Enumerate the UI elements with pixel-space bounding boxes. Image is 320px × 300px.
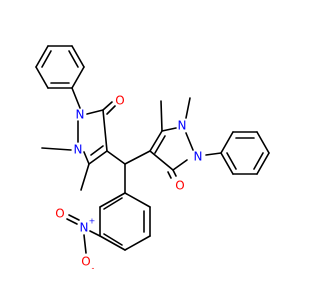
bond [88,150,108,165]
bond [83,234,87,254]
bond [256,131,270,154]
bond [66,218,78,225]
bond [149,150,174,171]
bond [71,87,81,109]
phenyl-ring-right [220,131,270,175]
bond [41,50,52,68]
bond [99,192,126,208]
atom-o-right: O [175,179,184,193]
bond [106,105,116,115]
bond [41,147,72,151]
atom-o-nitro-bottom: O [81,255,90,269]
bond [205,152,222,156]
bond [68,214,80,221]
bond [172,159,188,171]
molecule-structure: N N O N N O N + O O - [35,45,270,273]
atom-o-nitro-top: O [55,207,64,221]
bond [172,169,177,177]
charge-o-nitro-bottom: - [92,264,95,273]
atom-n2-right: N [194,150,203,164]
nitrophenyl-ring [89,192,151,251]
pyrazolone-ring-right [149,97,222,179]
bond [220,152,234,175]
bond [86,109,104,115]
bond [80,163,90,191]
bond [124,235,151,251]
bond [124,192,151,208]
bond [220,131,234,154]
bond [160,100,163,132]
atom-n-nitro: N [80,221,89,235]
bond [154,135,166,154]
atom-n1-left: N [74,143,83,157]
bond [103,233,123,246]
atom-n2-left: N [76,108,85,122]
bond [35,45,49,68]
bond [83,151,90,165]
bond [102,101,113,111]
bond [102,109,108,152]
central-methine [106,150,151,194]
bond [71,45,85,68]
nitro-group [66,214,87,254]
bond [35,66,49,89]
bond [253,152,264,170]
bond [185,97,191,119]
pyrazolone-ring-left [41,87,116,191]
atom-o-left: O [115,94,124,108]
bond [106,150,126,165]
bond [103,197,123,210]
bond [99,235,126,251]
atom-n1-right: N [178,119,187,133]
bond [185,132,194,151]
bond [226,152,237,170]
bond [161,127,177,132]
bond [68,50,79,68]
bond [256,152,270,175]
bond [71,66,85,89]
bond [149,130,163,152]
phenyl-ring-top-left [35,45,85,89]
bond [167,171,172,179]
bond [90,145,104,156]
structure-diagram: N N O N N O N + O O - [35,45,270,273]
charge-n-nitro: + [89,217,96,226]
bond [124,150,151,165]
bond [89,230,101,237]
